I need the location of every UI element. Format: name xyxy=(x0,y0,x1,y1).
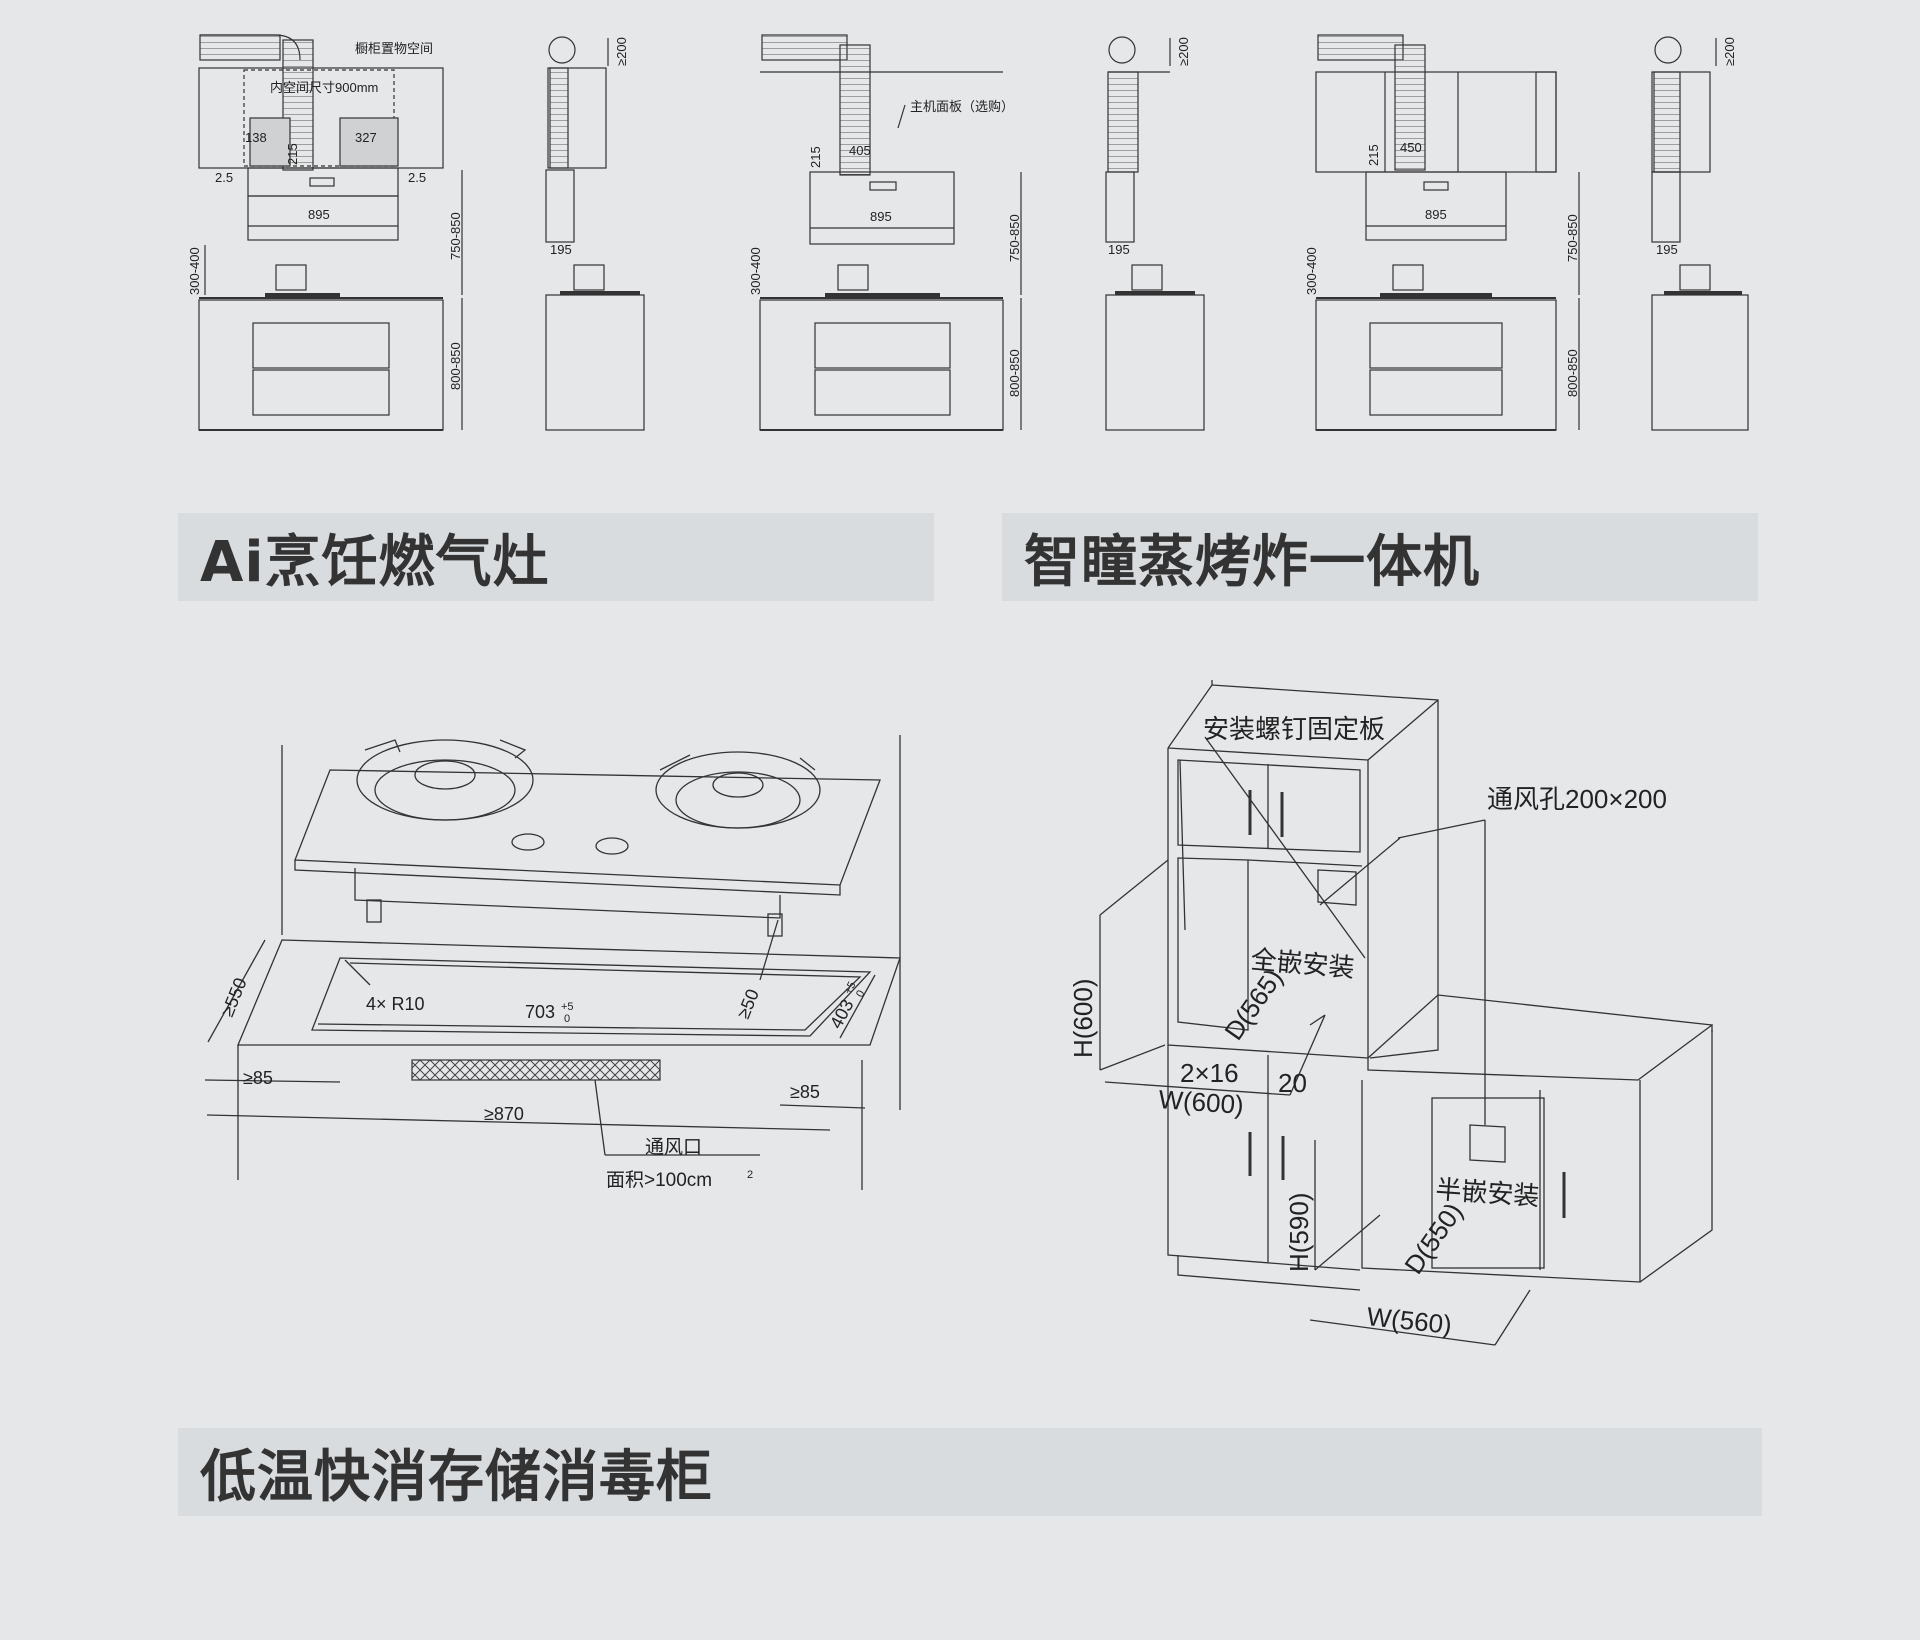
cutout-depth-tol-lower: 0 xyxy=(854,988,867,999)
dim-800-850: 800-850 xyxy=(448,342,463,390)
vent-area-sup: 2 xyxy=(747,1169,753,1181)
inner-space-size-label: 内空间尺寸900mm xyxy=(270,80,378,95)
w560-label: W(560) xyxy=(1365,1301,1453,1340)
hood-front-view-3 xyxy=(1315,34,1580,431)
gap-2x16-label: 2×16 xyxy=(1180,1058,1239,1088)
dim-327: 327 xyxy=(355,130,377,145)
dim-895-3: 895 xyxy=(1425,207,1447,222)
fixing-plate-label: 安装螺钉固定板 xyxy=(1203,714,1385,744)
dim-895: 895 xyxy=(308,207,330,222)
dim-750-850: 750-850 xyxy=(448,212,463,260)
h600-label: H(600) xyxy=(1068,979,1098,1058)
corner-radius-label: 4× R10 xyxy=(366,994,425,1014)
hood-side-view-1 xyxy=(545,36,645,431)
dim-195-3: 195 xyxy=(1656,242,1678,257)
dim-200-2: ≥200 xyxy=(1176,37,1191,66)
dim-215-2: 215 xyxy=(808,146,823,168)
dim-550: ≥550 xyxy=(217,975,250,1020)
dim-215-3: 215 xyxy=(1366,144,1381,166)
d550-label: D(550) xyxy=(1398,1197,1468,1279)
dim-405: 405 xyxy=(849,143,871,158)
main-panel-optional-label: 主机面板（选购） xyxy=(910,99,1014,114)
dim-195-2: 195 xyxy=(1108,242,1130,257)
dim-138: 138 xyxy=(245,130,267,145)
dim-300-400: 300-400 xyxy=(187,247,202,295)
dim-2-5-left: 2.5 xyxy=(215,170,233,185)
dim-85-right: ≥85 xyxy=(790,1082,820,1102)
disinfection-section-title-bar: 低温快消存储消毒柜 xyxy=(178,1428,1762,1516)
cutout-width-tol-upper: +5 xyxy=(561,1001,574,1013)
dim-450: 450 xyxy=(1400,140,1422,155)
gap-20-label: 20 xyxy=(1278,1068,1307,1098)
hood-side-view-3 xyxy=(1651,36,1749,431)
dim-300-400-2: 300-400 xyxy=(748,247,763,295)
dim-195-1: 195 xyxy=(550,242,572,257)
semi-embedded-label: 半嵌安装 xyxy=(1435,1174,1541,1211)
disinfection-section-title: 低温快消存储消毒柜 xyxy=(200,1444,713,1510)
dim-750-850-3: 750-850 xyxy=(1565,214,1580,262)
stove-cutout-diagram xyxy=(204,735,901,1190)
dim-200-1: ≥200 xyxy=(614,37,629,66)
cutout-width: 703 xyxy=(525,1002,555,1022)
hood-front-view-1 xyxy=(198,34,463,431)
dim-215: 215 xyxy=(285,143,300,165)
oven-installation-diagram xyxy=(1099,680,1713,1346)
dim-870: ≥870 xyxy=(484,1104,524,1124)
vent-label: 通风口 xyxy=(645,1136,702,1158)
dim-750-850-2: 750-850 xyxy=(1007,214,1022,262)
hood-front-view-2 xyxy=(759,34,1022,431)
stove-section-title-bar: Ai烹饪燃气灶 xyxy=(178,513,934,601)
steam-oven-section-title-bar: 智瞳蒸烤炸一体机 xyxy=(1002,513,1758,601)
d565-label: D(565) xyxy=(1218,963,1288,1045)
steam-oven-section-title: 智瞳蒸烤炸一体机 xyxy=(1024,529,1480,595)
h590-label: H(590) xyxy=(1284,1193,1314,1272)
dim-200-3: ≥200 xyxy=(1722,37,1737,66)
vent-hole-label: 通风孔200×200 xyxy=(1487,784,1667,814)
cutout-depth-tol-upper: +5 xyxy=(842,980,858,997)
stove-section-title: Ai烹饪燃气灶 xyxy=(200,529,550,595)
vent-hatch xyxy=(411,1059,661,1081)
w600-label: W(600) xyxy=(1158,1084,1245,1120)
cutout-depth: 403 xyxy=(826,996,858,1032)
dim-800-850-2: 800-850 xyxy=(1007,349,1022,397)
vent-area: 面积>100cm xyxy=(606,1169,712,1191)
dim-2-5-right: 2.5 xyxy=(408,170,426,185)
dim-300-400-3: 300-400 xyxy=(1304,247,1319,295)
cabinet-storage-space-label: 橱柜置物空间 xyxy=(355,41,433,56)
cutout-width-tol-lower: 0 xyxy=(564,1013,570,1025)
dim-800-850-3: 800-850 xyxy=(1565,349,1580,397)
dim-85-left: ≥85 xyxy=(243,1068,273,1088)
dim-50: ≥50 xyxy=(733,986,763,1021)
dim-895-2: 895 xyxy=(870,209,892,224)
hood-side-view-2 xyxy=(1105,36,1205,431)
